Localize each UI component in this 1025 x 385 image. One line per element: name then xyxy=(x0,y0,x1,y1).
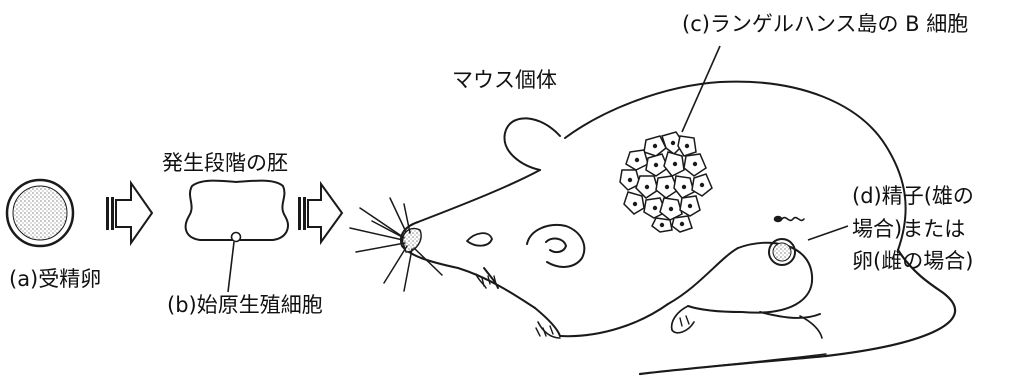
primordial-germ-cell-label: (b)始原生殖細胞 xyxy=(167,293,323,317)
islet-of-langerhans xyxy=(619,131,713,233)
gamete-label-line: 卵(雌の場合) xyxy=(852,249,974,274)
gamete-leader-line xyxy=(807,225,849,241)
mouse xyxy=(349,80,957,376)
fertilized-egg-label: (a)受精卵 xyxy=(9,267,102,291)
sperm-icon xyxy=(773,215,805,223)
right-arrow-icon xyxy=(106,179,154,247)
primordial-germ-cell xyxy=(230,231,242,243)
islet-leader-line xyxy=(681,45,721,133)
gamete-label: (d)精子(雄の 場合)または 卵(雌の場合) xyxy=(852,180,974,278)
right-arrow-icon xyxy=(298,180,344,246)
embryo-stage-label: 発生段階の胚 xyxy=(162,151,288,175)
mouse-rump xyxy=(885,145,907,251)
embryo xyxy=(184,179,289,293)
gamete-label-line: 場合)または xyxy=(852,216,966,241)
ovum xyxy=(768,238,796,266)
gamete-label-line: (d)精子(雄の xyxy=(852,184,974,208)
pgc-leader-line xyxy=(227,241,235,293)
mouse-label: マウス個体 xyxy=(452,68,557,92)
fertilized-egg xyxy=(5,178,75,248)
islet-label: (c)ランゲルハンス島の B 細胞 xyxy=(682,12,969,36)
